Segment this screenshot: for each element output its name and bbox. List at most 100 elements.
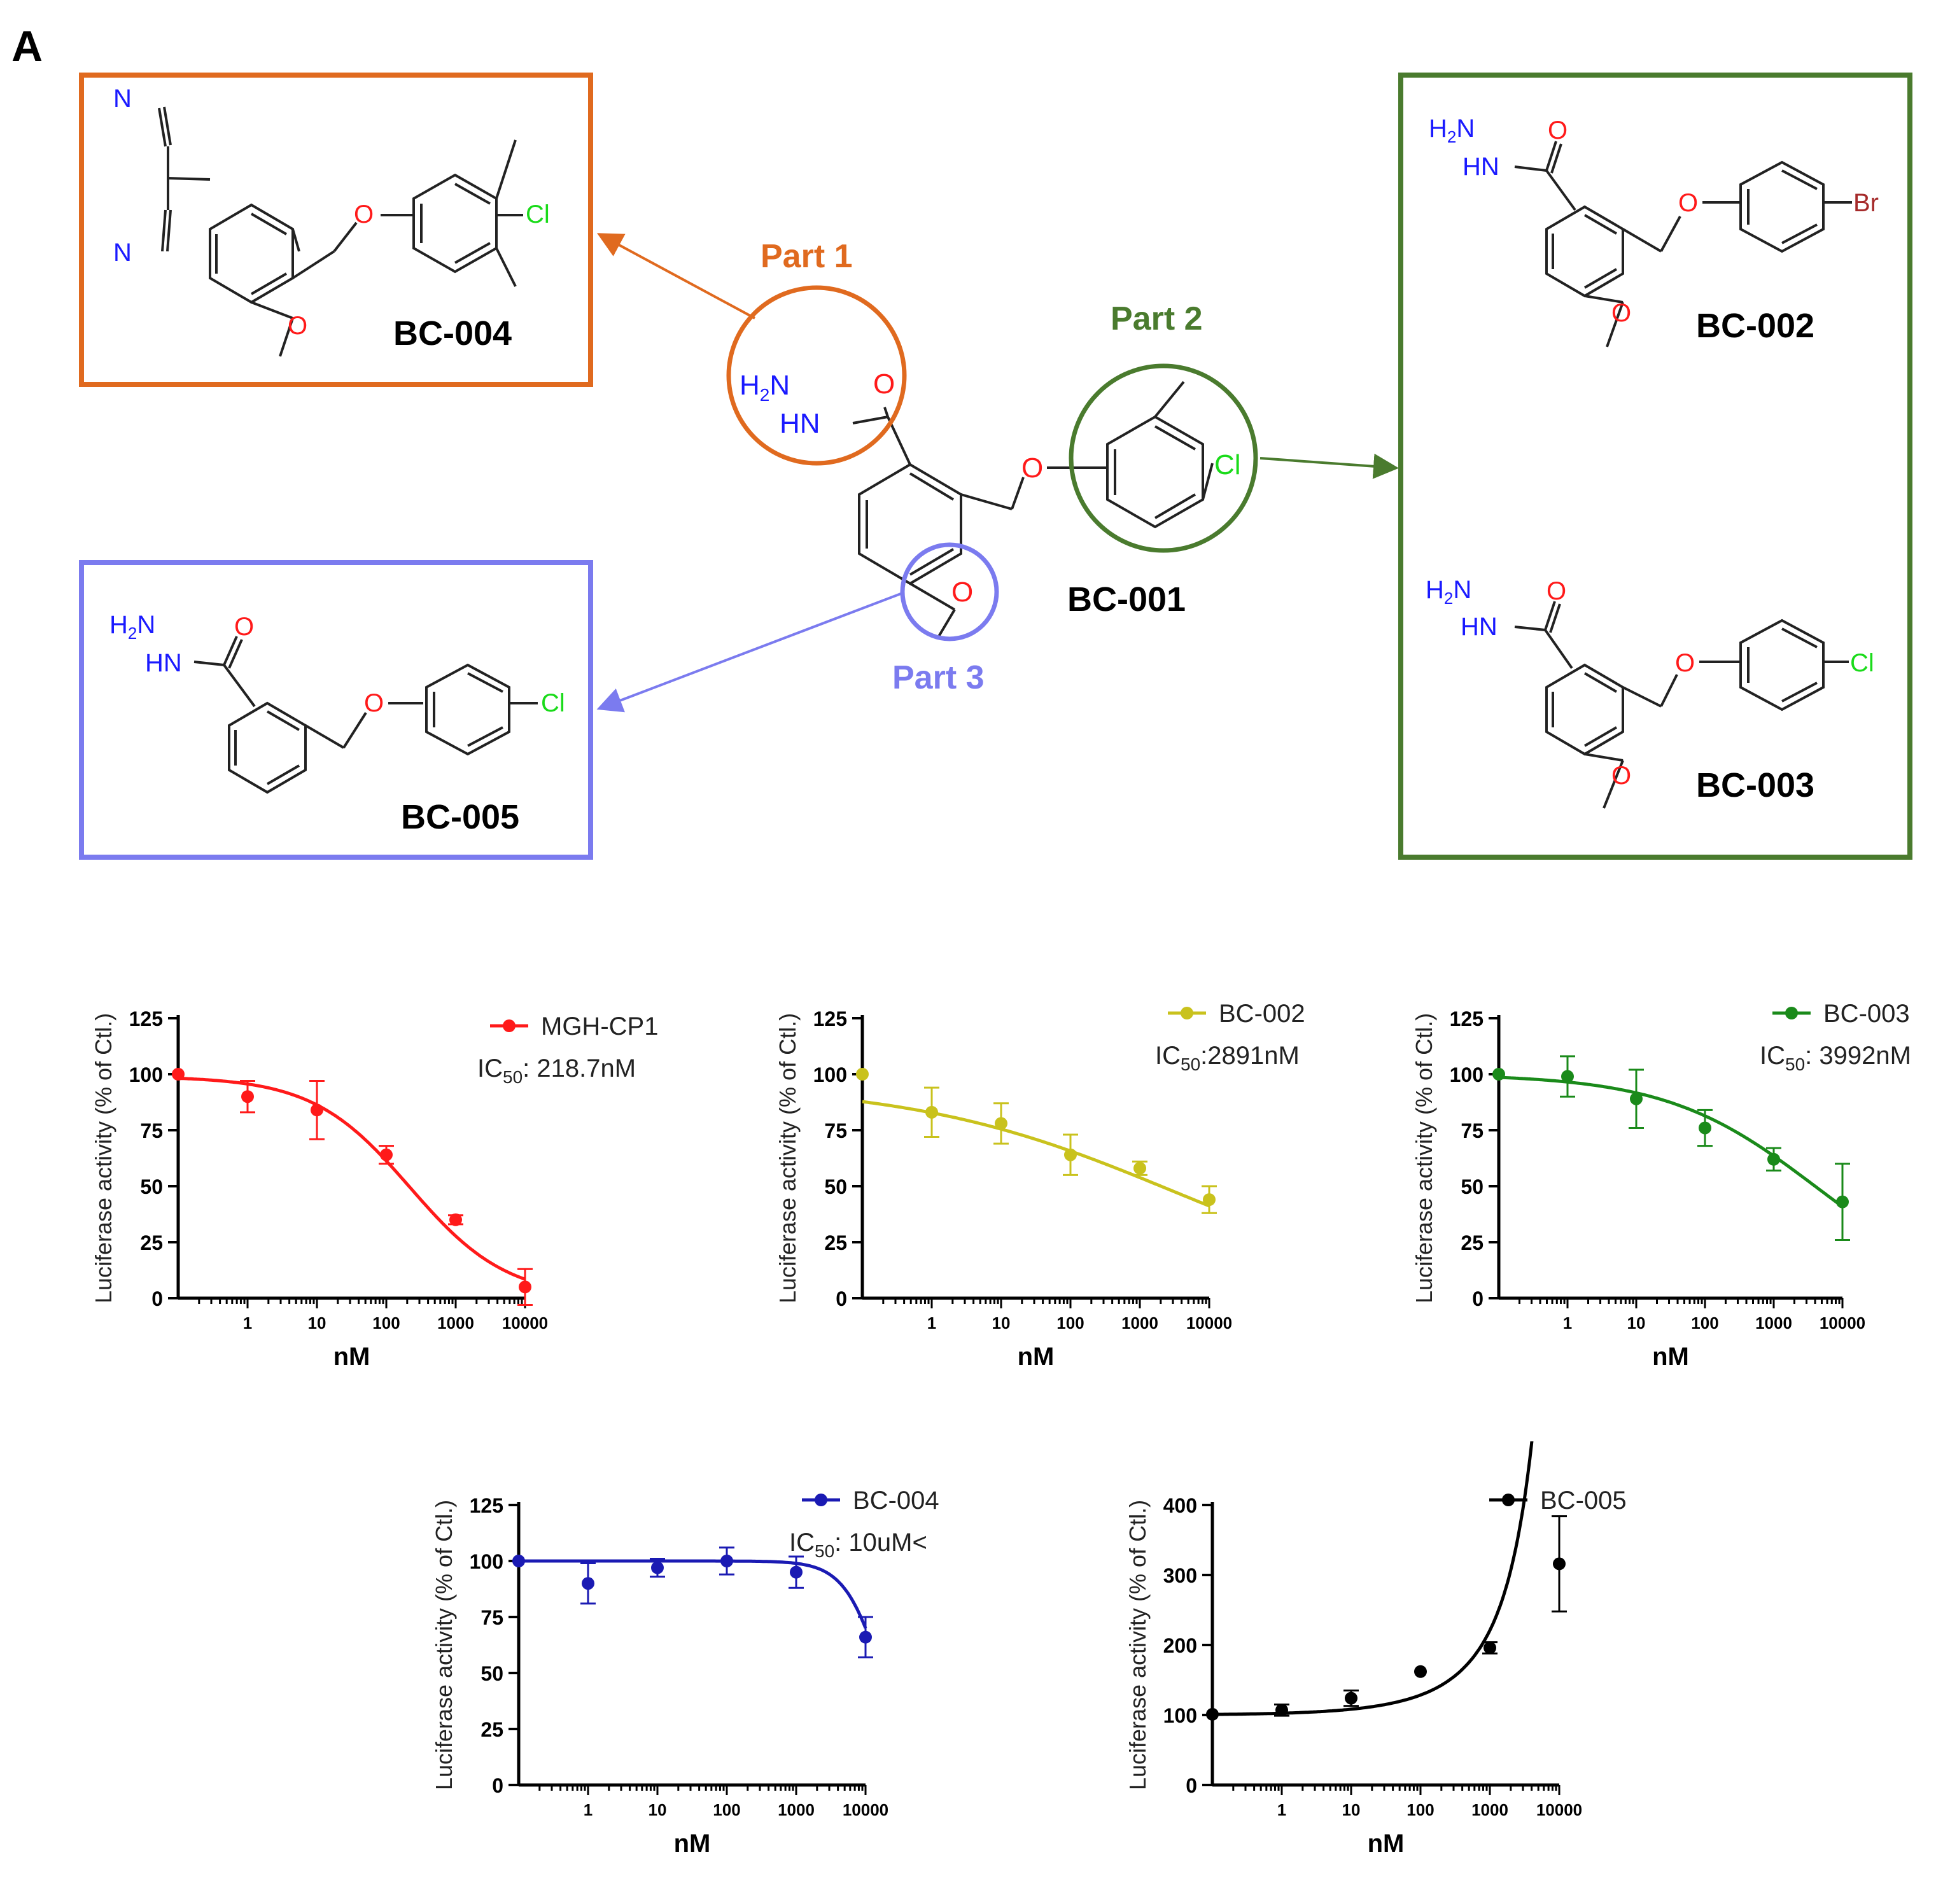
x-tick-label: 1000 <box>778 1800 815 1819</box>
data-point <box>1345 1691 1357 1705</box>
svg-text:O: O <box>1548 116 1568 144</box>
part1-label: Part 1 <box>761 238 853 275</box>
x-tick-label: 100 <box>1056 1313 1084 1333</box>
y-tick-label: 125 <box>470 1494 503 1517</box>
data-point <box>512 1555 525 1567</box>
x-axis-label: nM <box>1018 1343 1055 1371</box>
fit-curve <box>1498 1075 1844 1208</box>
part2-circle <box>1069 363 1258 553</box>
svg-text:H2N: H2N <box>1426 576 1471 608</box>
svg-text:H2N: H2N <box>740 370 790 405</box>
svg-text:O: O <box>234 613 254 641</box>
y-tick-label: 0 <box>151 1287 163 1310</box>
x-tick-label: 1 <box>927 1313 936 1333</box>
x-tick-label: 10 <box>308 1313 326 1333</box>
data-point <box>519 1280 531 1294</box>
x-tick-label: 1 <box>1563 1313 1572 1333</box>
data-point <box>1699 1121 1711 1135</box>
y-axis-label: Luciferase activity (% of Ctl.) <box>775 1013 801 1303</box>
svg-text:Cl: Cl <box>526 200 550 228</box>
molecule-bc-002-atoms: H2N HN O O Br O <box>1429 115 1879 327</box>
molecule-bc-004-atoms: N N O Cl O <box>113 85 550 340</box>
part1-circle <box>726 285 907 466</box>
x-tick-label: 10000 <box>1820 1313 1865 1333</box>
legend-marker <box>1785 1007 1798 1019</box>
x-tick-label: 1 <box>1277 1800 1286 1819</box>
y-tick-label: 75 <box>824 1119 847 1142</box>
molecule-bc-003 <box>1514 601 1849 809</box>
data-point <box>1133 1161 1146 1175</box>
svg-text:O: O <box>873 368 895 400</box>
data-point <box>1561 1070 1574 1083</box>
x-tick-label: 1000 <box>1121 1313 1158 1333</box>
x-axis-label: nM <box>1368 1830 1405 1858</box>
svg-text:O: O <box>951 577 973 608</box>
data-point <box>1767 1152 1780 1166</box>
x-tick-label: 1 <box>243 1313 252 1333</box>
molecule-bc-001-atoms: H2N HN O O Cl O <box>740 368 1241 608</box>
y-tick-label: 0 <box>1472 1287 1484 1310</box>
y-tick-label: 100 <box>1450 1063 1484 1086</box>
data-point <box>790 1565 803 1579</box>
svg-text:O: O <box>1611 762 1631 790</box>
data-point <box>311 1103 323 1117</box>
x-tick-label: 100 <box>1406 1800 1434 1819</box>
panel-a-letter: A <box>11 22 43 71</box>
molecule-bc-005 <box>193 636 538 794</box>
legend-marker <box>1502 1494 1515 1506</box>
y-tick-label: 125 <box>129 1007 163 1030</box>
legend-label: BC-005 <box>1540 1487 1627 1515</box>
fit-curve <box>862 1100 1210 1208</box>
y-tick-label: 25 <box>480 1718 503 1741</box>
arrow-part3 <box>596 592 903 713</box>
molecule-bc-005-atoms: H2N HN O O Cl <box>109 611 565 717</box>
data-point <box>1064 1148 1077 1161</box>
svg-text:Br: Br <box>1853 189 1879 217</box>
svg-text:HN: HN <box>145 649 182 677</box>
y-axis-label: Luciferase activity (% of Ctl.) <box>1125 1500 1151 1790</box>
y-tick-label: 50 <box>1461 1175 1484 1198</box>
x-tick-label: 10000 <box>502 1313 548 1333</box>
x-tick-label: 10 <box>649 1800 667 1819</box>
svg-text:HN: HN <box>1463 153 1499 181</box>
data-point <box>651 1561 664 1574</box>
data-point <box>241 1090 254 1103</box>
svg-text:N: N <box>113 85 132 113</box>
y-tick-label: 0 <box>492 1774 503 1797</box>
y-tick-label: 400 <box>1163 1494 1197 1517</box>
compound-bc-005: BC-005 <box>401 798 519 836</box>
x-tick-label: 100 <box>713 1800 740 1819</box>
x-tick-label: 10000 <box>843 1800 888 1819</box>
y-tick-label: 50 <box>824 1175 847 1198</box>
legend-marker <box>1181 1007 1193 1019</box>
ic50-annotation: IC50: 10uM< <box>789 1529 927 1561</box>
molecule-bc-004 <box>158 106 523 357</box>
ic50-annotation: IC50:2891nM <box>1155 1042 1300 1074</box>
compound-bc-002: BC-002 <box>1696 307 1814 345</box>
arrow-part2 <box>1259 453 1399 479</box>
compound-bc-004: BC-004 <box>393 314 512 353</box>
data-point <box>380 1148 393 1161</box>
data-point <box>1203 1193 1216 1207</box>
y-tick-label: 100 <box>1163 1704 1197 1727</box>
y-tick-label: 25 <box>140 1231 163 1254</box>
y-axis-label: Luciferase activity (% of Ctl.) <box>431 1500 457 1790</box>
x-tick-label: 10000 <box>1186 1313 1232 1333</box>
data-point <box>995 1117 1007 1130</box>
x-tick-label: 1000 <box>1755 1313 1792 1333</box>
data-point <box>172 1068 185 1081</box>
y-tick-label: 75 <box>1461 1119 1484 1142</box>
legend-marker <box>503 1019 516 1032</box>
fit-curve <box>178 1077 526 1281</box>
legend-marker <box>815 1494 827 1506</box>
svg-text:HN: HN <box>1461 613 1498 641</box>
x-tick-label: 10 <box>1627 1313 1646 1333</box>
y-tick-label: 0 <box>1186 1774 1197 1797</box>
legend-label: BC-003 <box>1823 1000 1910 1028</box>
legend-label: BC-002 <box>1219 1000 1305 1028</box>
svg-text:O: O <box>1547 577 1566 605</box>
y-tick-label: 300 <box>1163 1564 1197 1587</box>
x-tick-label: 1000 <box>437 1313 474 1333</box>
data-point <box>1630 1092 1643 1105</box>
